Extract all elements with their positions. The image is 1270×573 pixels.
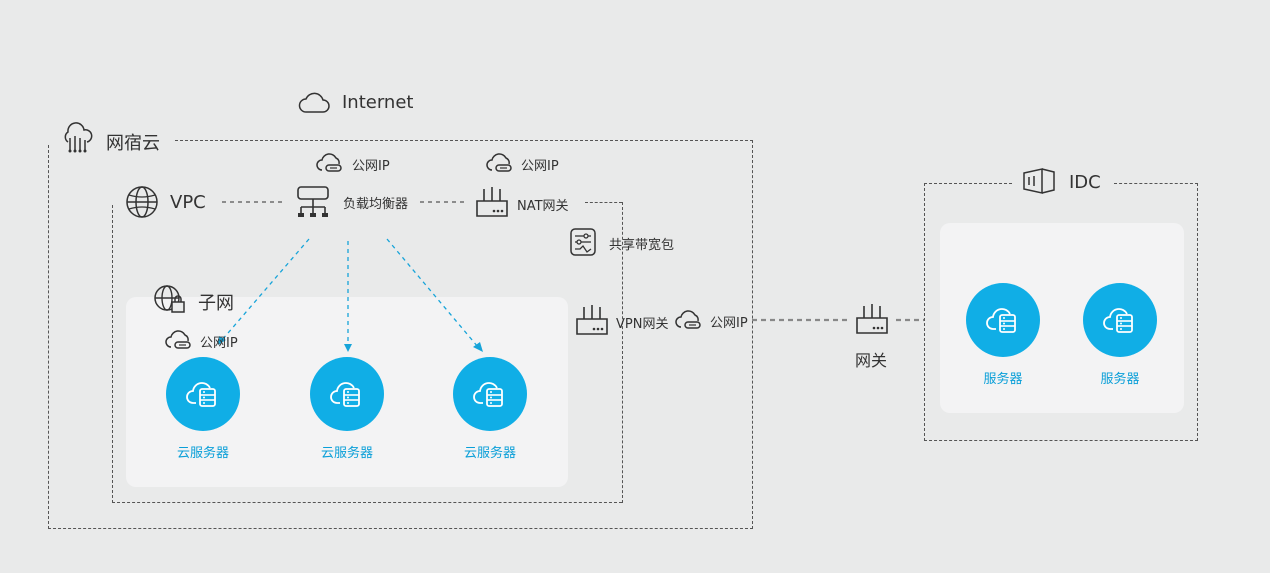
load-balancer-icon [296,185,330,217]
subnet-lock-icon [153,284,187,314]
nat-public-ip-label: 公网IP [521,159,559,174]
router-icon [575,303,609,337]
vpc-boundary-bottom [112,502,622,503]
idc-server [1083,283,1157,357]
cloud-server [310,357,384,431]
idc-boundary-right [1197,183,1198,441]
vpc-boundary-top-right [585,202,622,203]
public-ip-icon [486,152,514,174]
idc-label: IDC [1069,172,1101,193]
idc-boundary-top-right [1114,183,1198,184]
subnet-public-ip-label: 公网IP [200,336,238,351]
vpn-public-ip-label: 公网IP [710,316,748,331]
idc-boundary-bottom [924,440,1198,441]
cloud-server-icon [473,382,503,407]
internet-label: Internet [342,92,414,113]
cloud-boundary-left [48,145,49,529]
idc-server [966,283,1040,357]
cloud-server-icon [330,382,360,407]
cloud-server [453,357,527,431]
cloud-platform-label: 网宿云 [106,133,160,154]
vpn-gateway-label: VPN网关 [616,317,669,332]
nat-gateway-label: NAT网关 [517,199,569,214]
cloud-platform-icon [60,124,94,153]
gateway-label: 网关 [855,351,888,370]
subnet-label: 子网 [198,293,234,314]
lb-public-ip-label: 公网IP [352,159,390,174]
load-balancer-label: 负载均衡器 [343,197,409,212]
cloud-server-icon [1103,308,1133,333]
idc-boundary-top-left [924,183,1012,184]
public-ip-icon [316,152,344,174]
datacenter-icon [1022,167,1056,195]
cloud-server-icon [986,308,1016,333]
cloud-icon [298,90,330,114]
public-ip-icon [165,329,193,351]
cloud-boundary-top [175,140,753,141]
cloud-server-label: 云服务器 [176,446,229,461]
public-ip-icon [675,309,703,331]
cloud-boundary [48,140,753,529]
idc-server-label: 服务器 [1100,372,1140,387]
idc-server-label: 服务器 [983,372,1023,387]
cloud-server-icon [186,382,216,407]
cloud-server-label: 云服务器 [320,446,373,461]
router-icon [475,185,509,219]
cloud-server-label: 云服务器 [463,446,516,461]
shared-bandwidth-label: 共享带宽包 [609,238,675,253]
cloud-server [166,357,240,431]
vpc-label: VPC [170,192,206,213]
idc-boundary-left [924,183,925,441]
globe-icon [125,185,159,219]
bandwidth-icon [569,227,597,257]
vpc-boundary-right [622,202,623,503]
vpc-boundary-left [112,205,113,503]
router-icon [855,302,889,336]
